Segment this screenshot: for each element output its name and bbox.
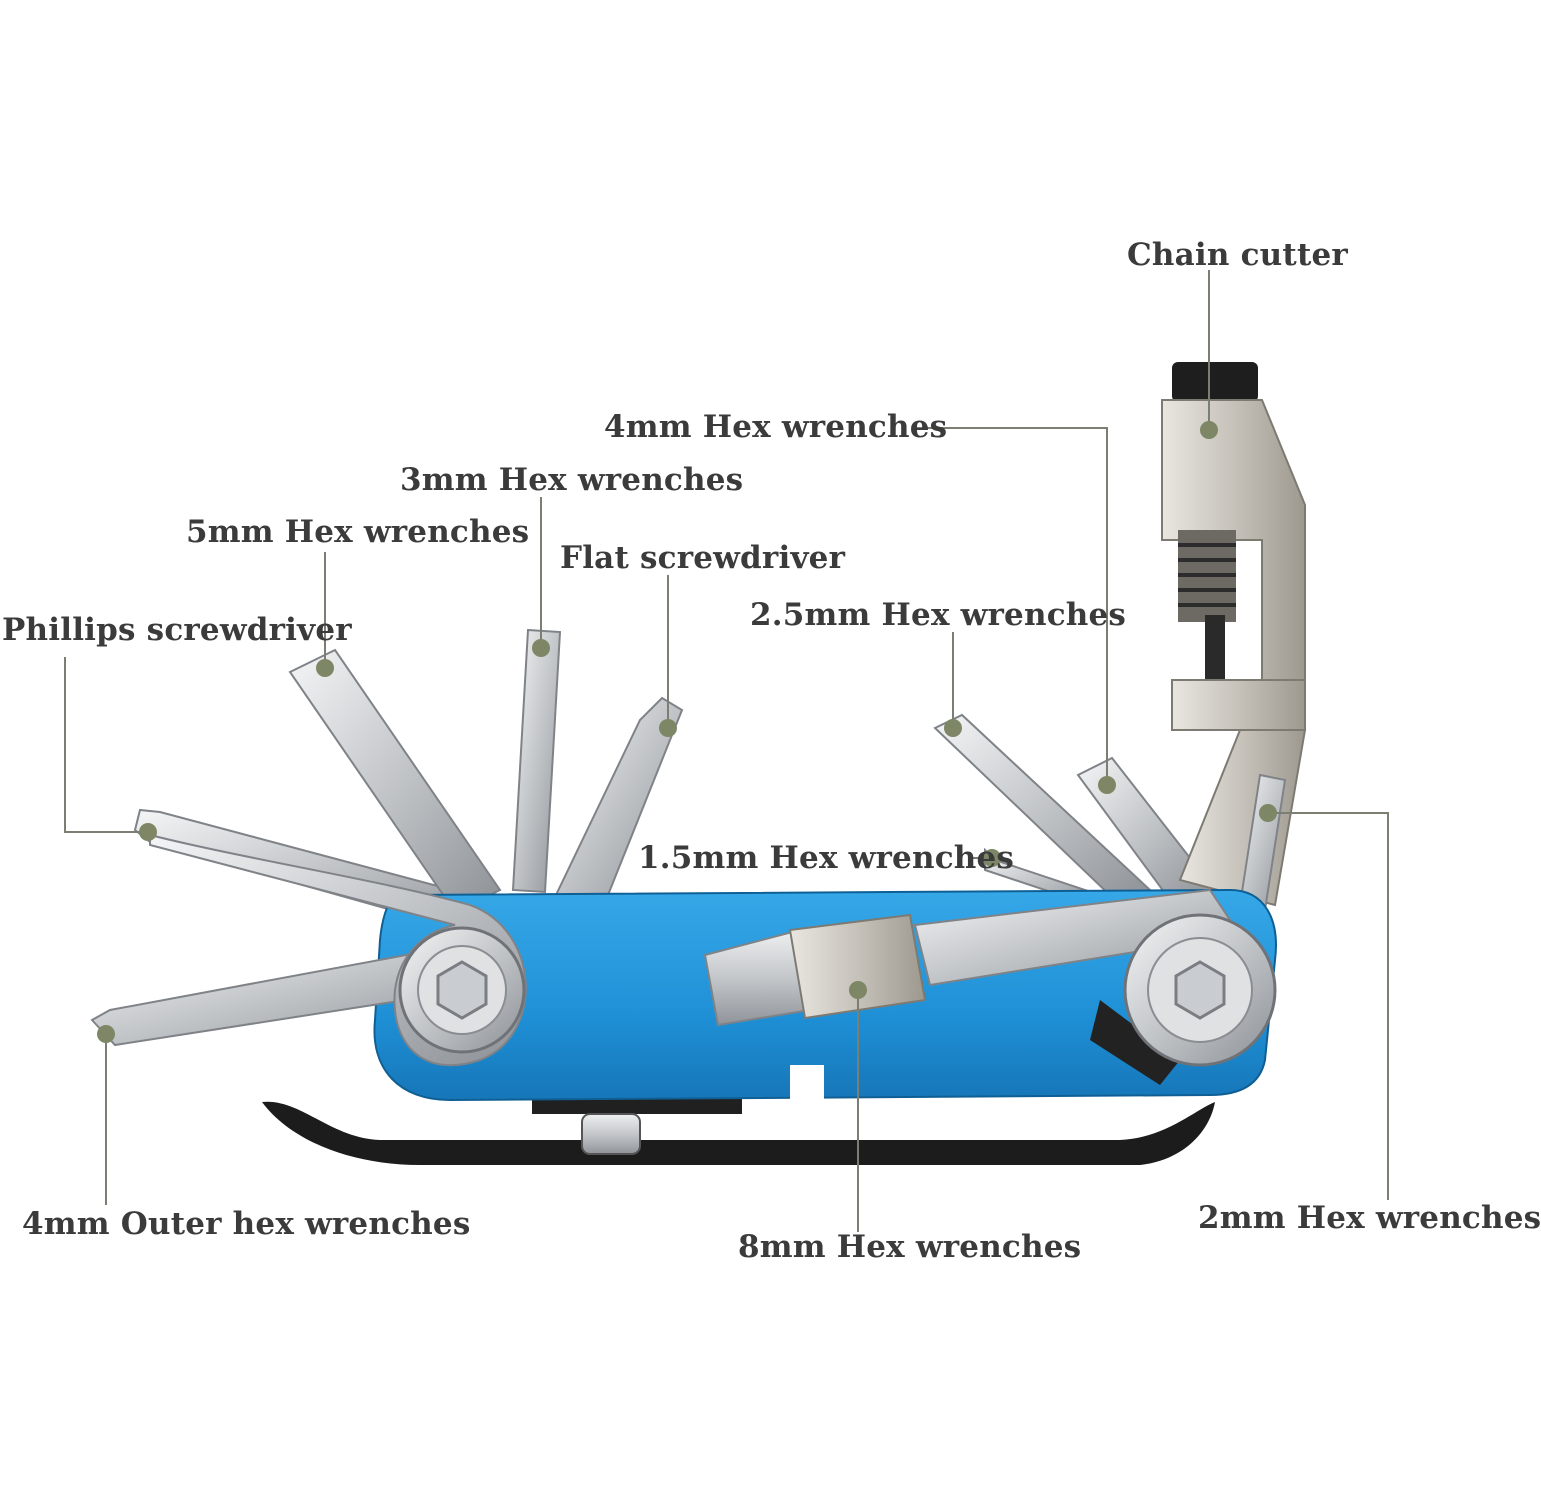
tyre-lever	[262, 1101, 1215, 1165]
label-phillips-screwdriver: Phillips screwdriver	[2, 612, 352, 648]
dot-hex-2-5mm	[944, 719, 962, 737]
diagram-canvas: Chain cutter 4mm Hex wrenches 3mm Hex wr…	[2, 237, 1541, 1265]
leader-phillips	[64, 657, 148, 833]
left-bolt-icon	[436, 960, 488, 1020]
right-bolt-icon	[1174, 960, 1226, 1020]
dot-outer-hex-4mm	[97, 1025, 115, 1043]
label-flat-screwdriver: Flat screwdriver	[560, 540, 846, 576]
dot-hex-5mm	[316, 659, 334, 677]
hex-5mm-arm	[288, 648, 502, 914]
dot-hex-1-5mm	[983, 849, 1001, 867]
hex-8mm-socket	[788, 913, 927, 1020]
leader-hex-4mm	[915, 427, 1108, 785]
label-hex-8mm: 8mm Hex wrenches	[738, 1229, 1082, 1265]
label-hex-5mm: 5mm Hex wrenches	[186, 514, 530, 550]
label-outer-hex-4mm: 4mm Outer hex wrenches	[22, 1206, 471, 1242]
label-hex-4mm: 4mm Hex wrenches	[604, 409, 948, 445]
dot-chain-cutter	[1200, 421, 1218, 439]
leader-dots	[97, 421, 1277, 1043]
label-hex-1-5mm: 1.5mm Hex wrenches	[638, 840, 1015, 876]
dot-flat-screwdriver	[659, 719, 677, 737]
dot-hex-2mm	[1259, 804, 1277, 822]
right-black-insert	[1090, 1000, 1180, 1085]
hex-3mm-arm	[511, 628, 562, 894]
dot-hex-4mm	[1098, 776, 1116, 794]
label-hex-2mm: 2mm Hex wrenches	[1198, 1200, 1541, 1236]
label-chain-cutter: Chain cutter	[1127, 237, 1348, 273]
dot-hex-8mm	[849, 981, 867, 999]
label-hex-2-5mm: 2.5mm Hex wrenches	[750, 597, 1127, 633]
tyre-lever-rivet	[581, 1113, 641, 1155]
leader-hex-2mm	[1268, 812, 1389, 1200]
dot-phillips	[139, 823, 157, 841]
chain-cutter	[1161, 362, 1307, 907]
multi-tool-illustration	[64, 270, 1389, 1232]
label-hex-3mm: 3mm Hex wrenches	[400, 462, 744, 498]
dot-hex-3mm	[532, 639, 550, 657]
leader-lines	[64, 270, 1389, 1232]
tool-body-slot	[790, 1065, 824, 1100]
